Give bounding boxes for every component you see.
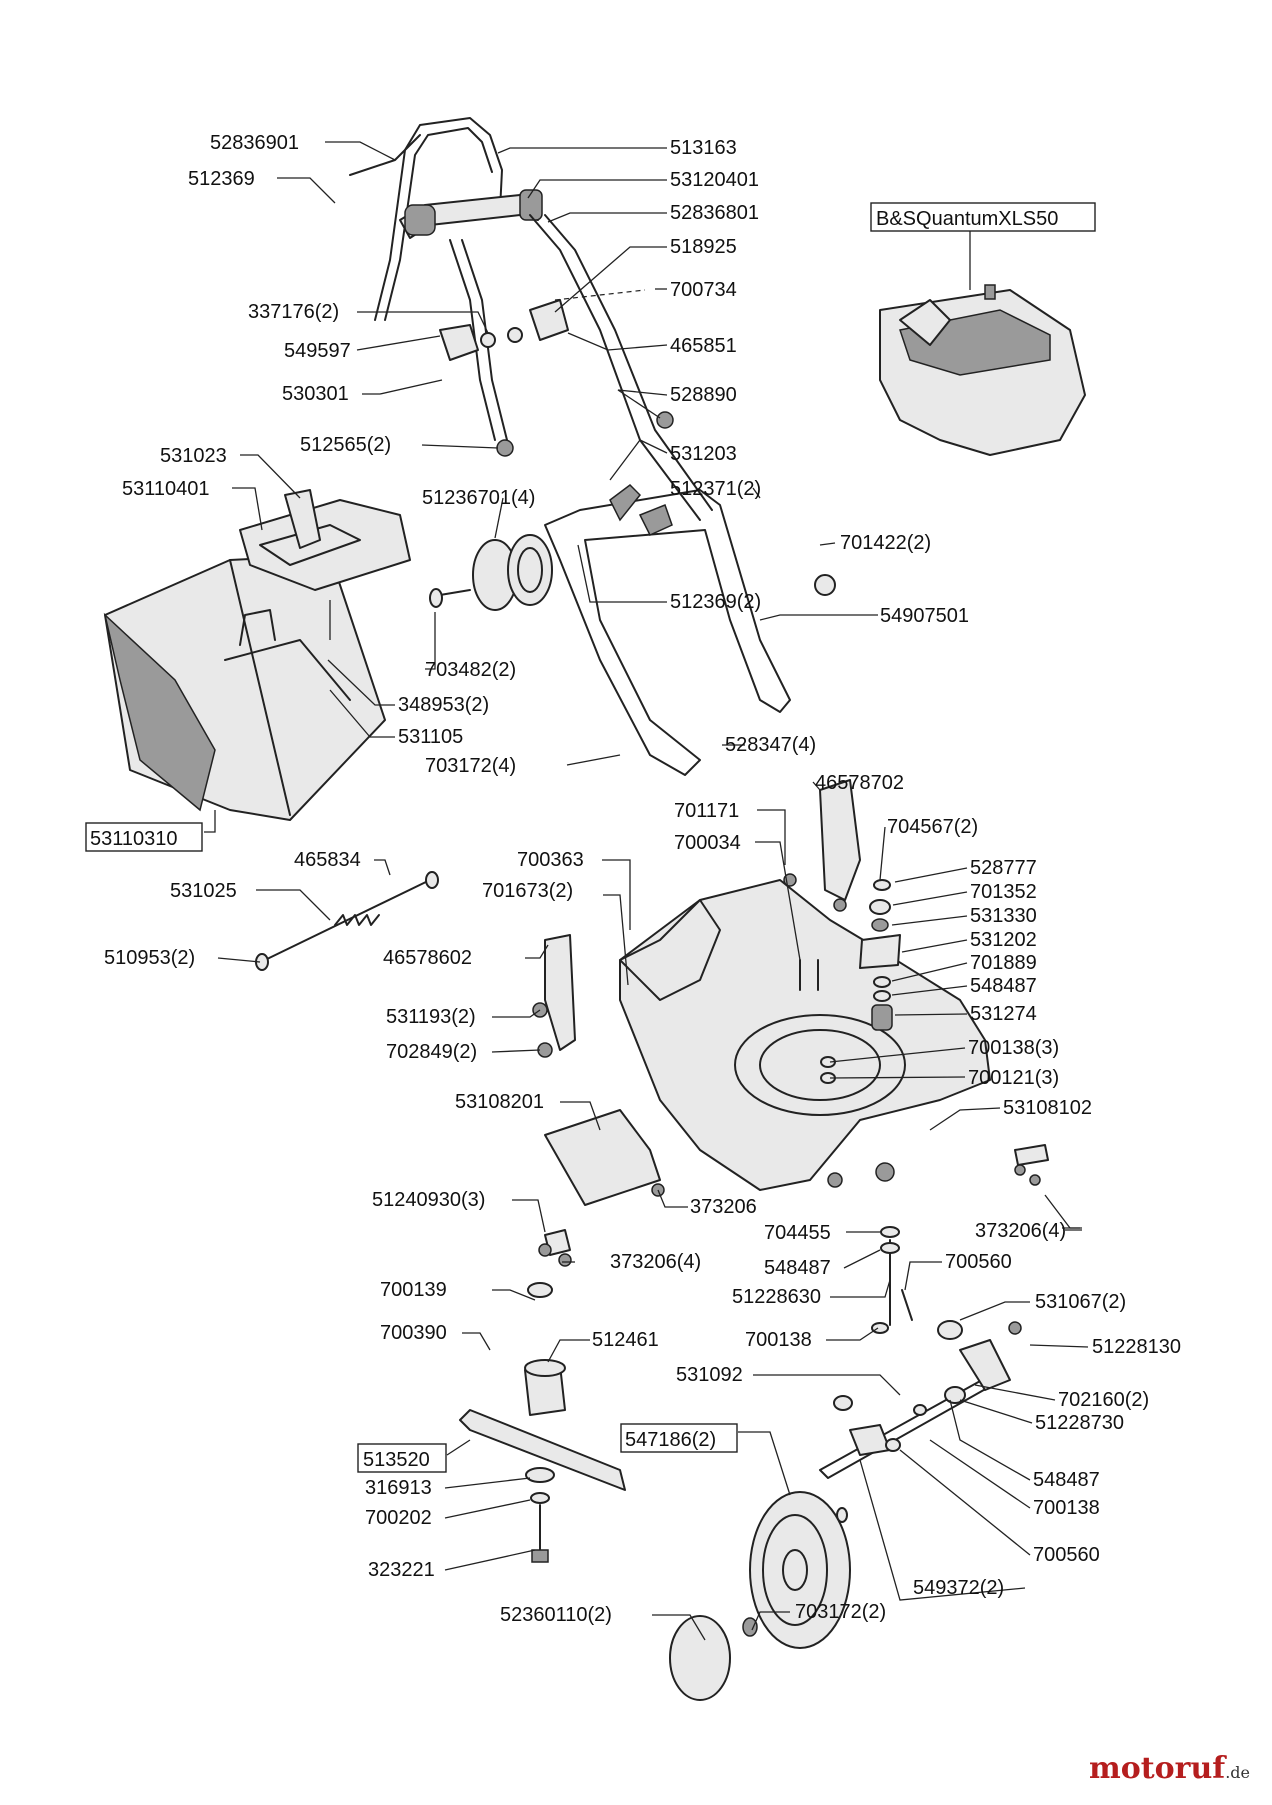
label-700560[interactable]: 700560 — [945, 1251, 1012, 1273]
label-53110310[interactable]: 53110310 — [90, 828, 178, 850]
label-53110401[interactable]: 53110401 — [122, 478, 210, 500]
label-52836901[interactable]: 52836901 — [210, 132, 299, 154]
label-512461[interactable]: 512461 — [592, 1329, 659, 1351]
label-549372[interactable]: 549372(2) — [913, 1577, 1004, 1599]
brand-suffix: .de — [1225, 1763, 1250, 1782]
label-547186[interactable]: 547186(2) — [625, 1429, 716, 1451]
label-528777[interactable]: 528777 — [970, 857, 1037, 879]
label-337176[interactable]: 337176(2) — [248, 301, 339, 323]
label-700139[interactable]: 700139 — [380, 1279, 447, 1301]
label-box-513520 — [357, 1443, 447, 1473]
label-513163[interactable]: 513163 — [670, 137, 737, 159]
label-700363[interactable]: 700363 — [517, 849, 584, 871]
label-548487-2[interactable]: 548487 — [764, 1257, 831, 1279]
label-box-547186 — [620, 1423, 738, 1453]
label-52360110[interactable]: 52360110(2) — [500, 1604, 612, 1626]
label-316913[interactable]: 316913 — [365, 1477, 432, 1499]
label-548487-3[interactable]: 548487 — [1033, 1469, 1100, 1491]
label-373206-4-left[interactable]: 373206(4) — [610, 1251, 701, 1273]
label-51240930[interactable]: 51240930(3) — [372, 1189, 485, 1211]
label-531203[interactable]: 531203 — [670, 443, 737, 465]
label-700390[interactable]: 700390 — [380, 1322, 447, 1344]
label-465851[interactable]: 465851 — [670, 335, 737, 357]
label-52836801[interactable]: 52836801 — [670, 202, 759, 224]
callout-labels: 52836901 513163 512369 53120401 52836801… — [85, 132, 1181, 1626]
label-512371[interactable]: 512371(2) — [670, 478, 761, 500]
label-51228130[interactable]: 51228130 — [1092, 1336, 1181, 1358]
label-700138[interactable]: 700138 — [745, 1329, 812, 1351]
label-703482[interactable]: 703482(2) — [425, 659, 516, 681]
label-700734[interactable]: 700734 — [670, 279, 737, 301]
label-703172[interactable]: 703172(4) — [425, 755, 516, 777]
label-530301[interactable]: 530301 — [282, 383, 349, 405]
label-512369-2[interactable]: 512369(2) — [670, 591, 761, 613]
label-531025[interactable]: 531025 — [170, 880, 237, 902]
label-700121[interactable]: 700121(3) — [968, 1067, 1059, 1089]
label-703172-2[interactable]: 703172(2) — [795, 1601, 886, 1623]
label-46578602[interactable]: 46578602 — [383, 947, 472, 969]
parts-drawing — [103, 117, 1086, 1701]
label-box-53110310 — [85, 822, 203, 852]
label-701171[interactable]: 701171 — [674, 800, 739, 822]
brand-name: motoruf — [1089, 1751, 1226, 1786]
label-700034[interactable]: 700034 — [674, 832, 741, 854]
label-51228630[interactable]: 51228630 — [732, 1286, 821, 1308]
label-348953[interactable]: 348953(2) — [398, 694, 489, 716]
label-373206-4-right[interactable]: 373206(4) — [975, 1220, 1066, 1242]
label-528890[interactable]: 528890 — [670, 384, 737, 406]
label-51236701[interactable]: 51236701(4) — [422, 487, 535, 509]
label-323221[interactable]: 323221 — [368, 1559, 435, 1581]
label-704567[interactable]: 704567(2) — [887, 816, 978, 838]
label-702849[interactable]: 702849(2) — [386, 1041, 477, 1063]
label-53120401[interactable]: 53120401 — [670, 169, 759, 191]
label-702160[interactable]: 702160(2) — [1058, 1389, 1149, 1411]
label-548487[interactable]: 548487 — [970, 975, 1037, 997]
label-513520[interactable]: 513520 — [363, 1449, 430, 1471]
label-701889[interactable]: 701889 — [970, 952, 1037, 974]
label-528347[interactable]: 528347(4) — [725, 734, 816, 756]
label-512565[interactable]: 512565(2) — [300, 434, 391, 456]
label-512369[interactable]: 512369 — [188, 168, 255, 190]
label-704455[interactable]: 704455 — [764, 1222, 831, 1244]
label-700202[interactable]: 700202 — [365, 1507, 432, 1529]
label-engine[interactable]: B&SQuantumXLS50 — [876, 208, 1058, 230]
label-531023[interactable]: 531023 — [160, 445, 227, 467]
label-531274[interactable]: 531274 — [970, 1003, 1037, 1025]
label-53108201[interactable]: 53108201 — [455, 1091, 544, 1113]
label-373206[interactable]: 373206 — [690, 1196, 757, 1218]
label-531330[interactable]: 531330 — [970, 905, 1037, 927]
label-51228730[interactable]: 51228730 — [1035, 1412, 1124, 1434]
label-701673[interactable]: 701673(2) — [482, 880, 573, 902]
label-701422[interactable]: 701422(2) — [840, 532, 931, 554]
label-700138-3[interactable]: 700138(3) — [968, 1037, 1059, 1059]
label-46578702[interactable]: 46578702 — [815, 772, 904, 794]
label-700138-2[interactable]: 700138 — [1033, 1497, 1100, 1519]
label-510953[interactable]: 510953(2) — [104, 947, 195, 969]
leader-lines — [204, 141, 1089, 1641]
label-531092[interactable]: 531092 — [676, 1364, 743, 1386]
label-465834[interactable]: 465834 — [294, 849, 361, 871]
label-box-engine — [870, 202, 1096, 232]
label-531202[interactable]: 531202 — [970, 929, 1037, 951]
label-53108102[interactable]: 53108102 — [1003, 1097, 1092, 1119]
label-549597[interactable]: 549597 — [284, 340, 351, 362]
brand-logo[interactable]: motoruf.de — [1089, 1751, 1250, 1786]
label-531105[interactable]: 531105 — [398, 726, 463, 748]
label-518925[interactable]: 518925 — [670, 236, 737, 258]
label-531067[interactable]: 531067(2) — [1035, 1291, 1126, 1313]
label-700560-2[interactable]: 700560 — [1033, 1544, 1100, 1566]
label-701352[interactable]: 701352 — [970, 881, 1037, 903]
label-54907501[interactable]: 54907501 — [880, 605, 969, 627]
label-531193[interactable]: 531193(2) — [386, 1006, 476, 1028]
